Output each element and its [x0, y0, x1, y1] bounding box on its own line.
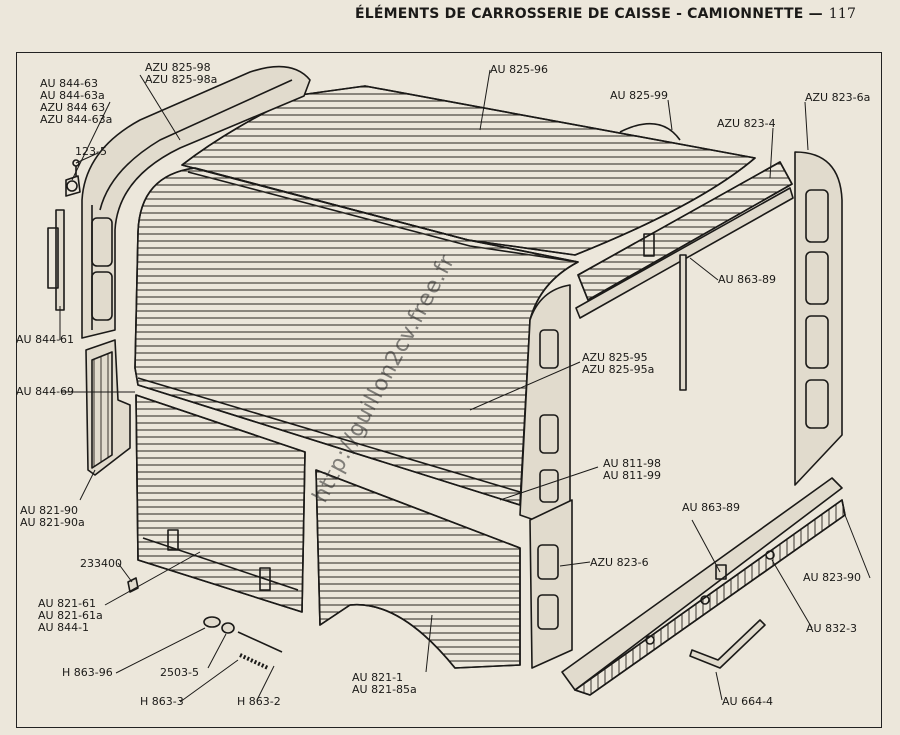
label-azu-823-4: AZU 823-4	[717, 117, 776, 130]
left-lower-panel	[85, 339, 131, 476]
label-123-5: 123-5	[75, 145, 107, 158]
label-h-863-96: H 863-96	[62, 666, 113, 679]
label-au-821-1: AU 821-1 AU 821-85a	[352, 671, 417, 696]
label-au-844-61: AU 844-61	[16, 333, 75, 346]
right-tall-panel	[794, 151, 843, 486]
label-h-863-3: H 863-3	[140, 695, 184, 708]
label-au-664-4: AU 664-4	[722, 695, 774, 708]
label-au-811-98: AU 811-98 AU 811-99	[603, 457, 662, 482]
label-azu-825-98: AZU 825-98 AZU 825-98a	[145, 61, 218, 86]
roof-crossbar	[575, 161, 794, 319]
label-azu-825-95: AZU 825-95 AZU 825-95a	[582, 351, 655, 376]
gutter-rod	[619, 122, 687, 391]
page-number: 117	[828, 6, 857, 22]
label-azu-823-6: AZU 823-6	[590, 556, 649, 569]
label-au-825-96: AU 825-96	[490, 63, 549, 76]
rear-door-right	[315, 469, 521, 669]
label-au-844-69: AU 844-69	[16, 385, 75, 398]
page-title: ÉLÉMENTS DE CARROSSERIE DE CAISSE - CAMI…	[355, 6, 823, 22]
left-hinge-parts	[47, 159, 81, 311]
label-au-821-61: AU 821-61 AU 821-61a AU 844-1	[38, 597, 103, 634]
fasteners	[127, 577, 283, 670]
rear-door-left	[135, 394, 306, 613]
label-azu-823-6a: AZU 823-6a	[805, 91, 871, 104]
label-h-863-2: H 863-2	[237, 695, 281, 708]
label-au-821-90: AU 821-90 AU 821-90a	[20, 504, 85, 529]
label-au-825-99: AU 825-99	[610, 89, 669, 102]
label-au-832-3: AU 832-3	[806, 622, 858, 635]
diagram-frame	[16, 52, 882, 728]
label-2503-5: 2503-5	[160, 666, 199, 679]
lower-pillar	[529, 499, 573, 669]
label-au-863-89-top: AU 863-89	[718, 273, 777, 286]
label-au-863-89-bottom: AU 863-89	[682, 501, 741, 514]
rear-arch-frame	[81, 65, 311, 339]
leader-lines	[59, 69, 871, 703]
corner-pillar	[519, 284, 571, 523]
crank-handle	[689, 619, 766, 669]
label-au-823-90: AU 823-90	[803, 571, 862, 584]
label-233400: 233400	[80, 557, 122, 570]
label-au-844-63: AU 844-63 AU 844-63a AZU 844 63 AZU 844-…	[40, 77, 113, 126]
page-header: ÉLÉMENTS DE CARROSSERIE DE CAISSE - CAMI…	[355, 6, 895, 28]
